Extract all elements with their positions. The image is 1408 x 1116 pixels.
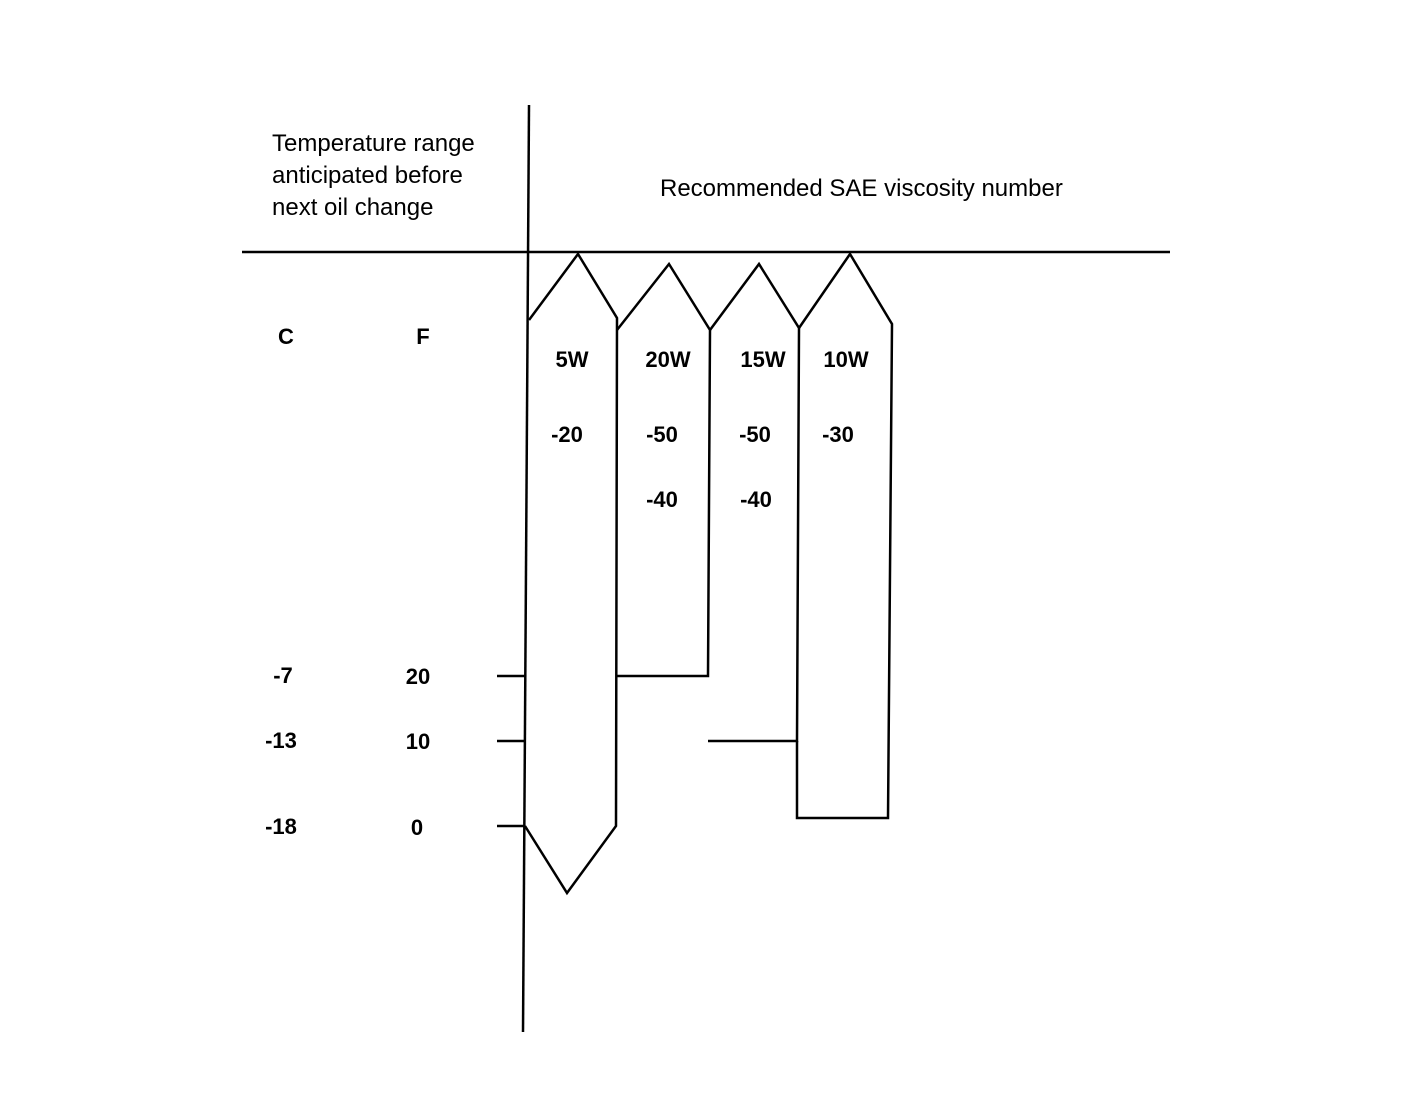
grade-20w-bar [616, 261, 712, 678]
celsius-value: -7 [273, 663, 293, 688]
grade-20w-alt-suffix: -40 [646, 487, 678, 512]
title-line-1: Temperature range [272, 130, 475, 157]
fahrenheit-value: 20 [405, 664, 431, 689]
title-line-3: next oil change [272, 194, 434, 221]
vertical-axis-line [521, 104, 531, 1033]
grade-5w-suffix: -20 [551, 422, 583, 447]
celsius-label: C [278, 324, 294, 349]
grade-10w-suffix: -30 [822, 422, 854, 447]
fahrenheit-value: 0 [410, 815, 424, 840]
grade-5w-bar [523, 251, 619, 896]
title-line-2: anticipated before [272, 162, 463, 189]
grade-15w-suffix: -50 [739, 422, 771, 447]
fahrenheit-label: F [416, 324, 430, 349]
temperature-range-title: Temperature range anticipated before nex… [272, 128, 475, 224]
grade-20w-label: 20W [645, 347, 691, 372]
celsius-value: -13 [265, 728, 297, 753]
grade-5w-label: 5W [555, 347, 589, 372]
grade-10w-bar [795, 251, 894, 820]
grade-10w-label: 10W [823, 347, 869, 372]
celsius-value: -18 [265, 814, 297, 839]
grade-20w-suffix: -50 [646, 422, 678, 447]
recommended-viscosity-title: Recommended SAE viscosity number [660, 175, 1063, 202]
grade-15w-alt-suffix: -40 [740, 487, 772, 512]
grade-15w-label: 15W [740, 347, 786, 372]
fahrenheit-value: 10 [405, 729, 431, 754]
